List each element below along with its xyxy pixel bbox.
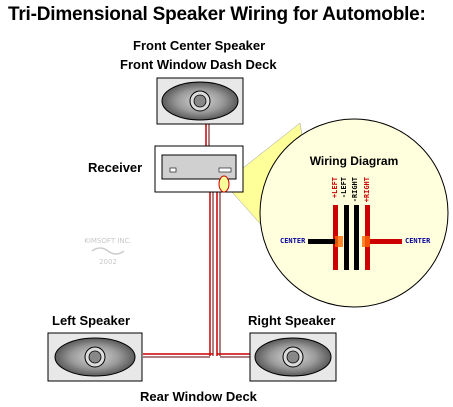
plus-right-label: +RIGHT (363, 177, 371, 202)
page-title: Tri-Dimensional Speaker Wiring for Autom… (8, 4, 426, 25)
left-speaker (47, 332, 143, 382)
wires (143, 124, 250, 358)
minus-right-label: -RIGHT (351, 177, 359, 202)
front-window-dash-label: Front Window Dash Deck (120, 57, 277, 72)
receiver-label: Receiver (88, 160, 143, 175)
svg-text:2002: 2002 (99, 258, 117, 266)
wiring-diagram-title: Wiring Diagram (310, 154, 399, 168)
plus-left-label: +LEFT (331, 177, 339, 198)
right-speaker-label: Right Speaker (248, 313, 336, 328)
right-center-label: CENTER (405, 237, 431, 245)
wiring-diagram: Wiring Diagram +LEFT -LEFT -RIGHT +RIGHT… (280, 154, 431, 270)
svg-text:KIMSOFT INC.: KIMSOFT INC. (84, 237, 131, 245)
front-center-speaker (156, 77, 244, 125)
receiver-unit (154, 145, 244, 193)
right-speaker (249, 332, 337, 382)
rear-window-deck-label: Rear Window Deck (140, 389, 257, 404)
watermark: KIMSOFT INC. 2002 (84, 237, 131, 266)
front-center-speaker-label: Front Center Speaker (133, 38, 266, 53)
left-speaker-label: Left Speaker (52, 313, 131, 328)
left-center-label: CENTER (280, 237, 306, 245)
minus-left-label: -LEFT (340, 177, 348, 198)
